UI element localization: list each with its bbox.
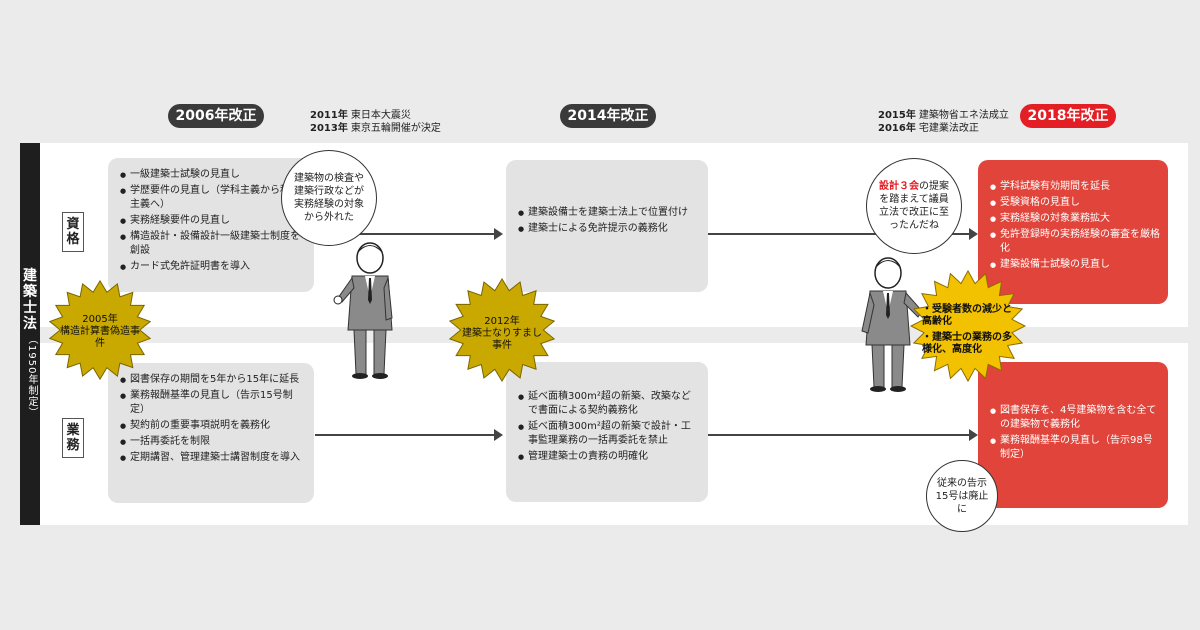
card-qualification-2014: 建築設備士を建築士法上で位置付け 建築士による免許提示の義務化 xyxy=(506,160,708,292)
list-item: 学科試験有効期間を延長 xyxy=(990,180,1160,194)
arrow-q-2006-2014 xyxy=(315,228,503,240)
event-item: 2015年建築物省エネ法成立 xyxy=(878,110,1009,121)
list-item: 契約前の重要事項説明を義務化 xyxy=(120,419,304,433)
event-item: 2013年東京五輪開催が決定 xyxy=(310,123,441,134)
revision-2006-tag: 2006年改正 xyxy=(168,104,264,128)
list-item: 受験資格の見直し xyxy=(990,196,1160,210)
event-item: 2016年宅建業法改正 xyxy=(878,123,979,134)
list-item: 学歴要件の見直し（学科主義から科目主義へ） xyxy=(120,184,304,212)
revision-2018-tag: 2018年改正 xyxy=(1020,104,1116,128)
note-bubble: 従来の告示15号は廃止に xyxy=(926,460,998,532)
burst-2012-text: 2012年 建築士なりすまし事件 xyxy=(462,316,542,351)
side-title: 建築士法 xyxy=(23,268,37,332)
card-qualification-2018: 学科試験有効期間を延長 受験資格の見直し 実務経験の対象業務拡大 免許登録時の実… xyxy=(978,160,1168,304)
list-item: 延べ面積300m²超の新築、改築などで書面による契約義務化 xyxy=(518,390,698,418)
speech-bubble-right: 設計３会の提案を踏まえて議員立法で改正に至ったんだね xyxy=(866,158,962,254)
row-label-qualification: 資格 xyxy=(62,212,84,252)
burst-2005-text: 2005年 構造計算書偽造事件 xyxy=(60,314,140,349)
list-item: 一括再委託を制限 xyxy=(120,435,304,449)
arrow-b-2014-2018 xyxy=(708,429,978,441)
events-mid: 2011年東日本大震災 2013年東京五輪開催が決定 xyxy=(310,109,441,135)
card-business-2018: 図書保存を、4号建築物を含む全ての建築物で義務化 業務報酬基準の見直し（告示98… xyxy=(978,362,1168,508)
revision-2014-tag: 2014年改正 xyxy=(560,104,656,128)
list-item: 業務報酬基準の見直し（告示15号制定） xyxy=(120,389,304,417)
burst-2018-text: ・受験者数の減少と高齢化 ・建築士の業務の多様化、高度化 xyxy=(922,304,1012,355)
list-item: 図書保存を、4号建築物を含む全ての建築物で義務化 xyxy=(990,404,1160,432)
speech-bubble-left: 建築物の検査や建築行政などが実務経験の対象から外れた xyxy=(281,150,377,246)
list-item: 図書保存の期間を5年から15年に延長 xyxy=(120,373,304,387)
arrow-q-2014-2018 xyxy=(708,228,978,240)
card-business-2014: 延べ面積300m²超の新築、改築などで書面による契約義務化 延べ面積300m²超… xyxy=(506,362,708,502)
list-item: 一級建築士試験の見直し xyxy=(120,168,304,182)
arrow-b-2006-2014 xyxy=(315,429,503,441)
list-item: 実務経験要件の見直し xyxy=(120,214,304,228)
list-item: カード式免許証明書を導入 xyxy=(120,260,304,274)
man-left-illustration xyxy=(333,242,393,379)
list-item: 建築士による免許提示の義務化 xyxy=(518,222,698,236)
list-item: 構造設計・設備設計一級建築士制度を創設 xyxy=(120,230,304,258)
side-bar xyxy=(20,143,40,525)
list-item: 実務経験の対象業務拡大 xyxy=(990,212,1160,226)
events-right: 2015年建築物省エネ法成立 2016年宅建業法改正 xyxy=(878,109,1009,135)
row-label-business: 業務 xyxy=(62,418,84,458)
list-item: 建築設備士を建築士法上で位置付け xyxy=(518,206,698,220)
side-subtitle: （1950年制定） xyxy=(26,334,37,419)
list-item: 建築設備士試験の見直し xyxy=(990,258,1160,272)
card-business-2006: 図書保存の期間を5年から15年に延長 業務報酬基準の見直し（告示15号制定） 契… xyxy=(108,363,314,503)
event-item: 2011年東日本大震災 xyxy=(310,110,411,121)
burst-2018 xyxy=(909,269,1027,383)
list-item: 延べ面積300m²超の新築で設計・工事監理業務の一括再委託を禁止 xyxy=(518,420,698,448)
list-item: 業務報酬基準の見直し（告示98号制定） xyxy=(990,434,1160,462)
burst-2012 xyxy=(448,277,556,383)
card-qualification-2006: 一級建築士試験の見直し 学歴要件の見直し（学科主義から科目主義へ） 実務経験要件… xyxy=(108,158,314,292)
list-item: 定期講習、管理建築士講習制度を導入 xyxy=(120,451,304,465)
list-item: 管理建築士の責務の明確化 xyxy=(518,450,698,464)
burst-2005 xyxy=(48,279,152,381)
list-item: 免許登録時の実務経験の審査を厳格化 xyxy=(990,228,1160,256)
